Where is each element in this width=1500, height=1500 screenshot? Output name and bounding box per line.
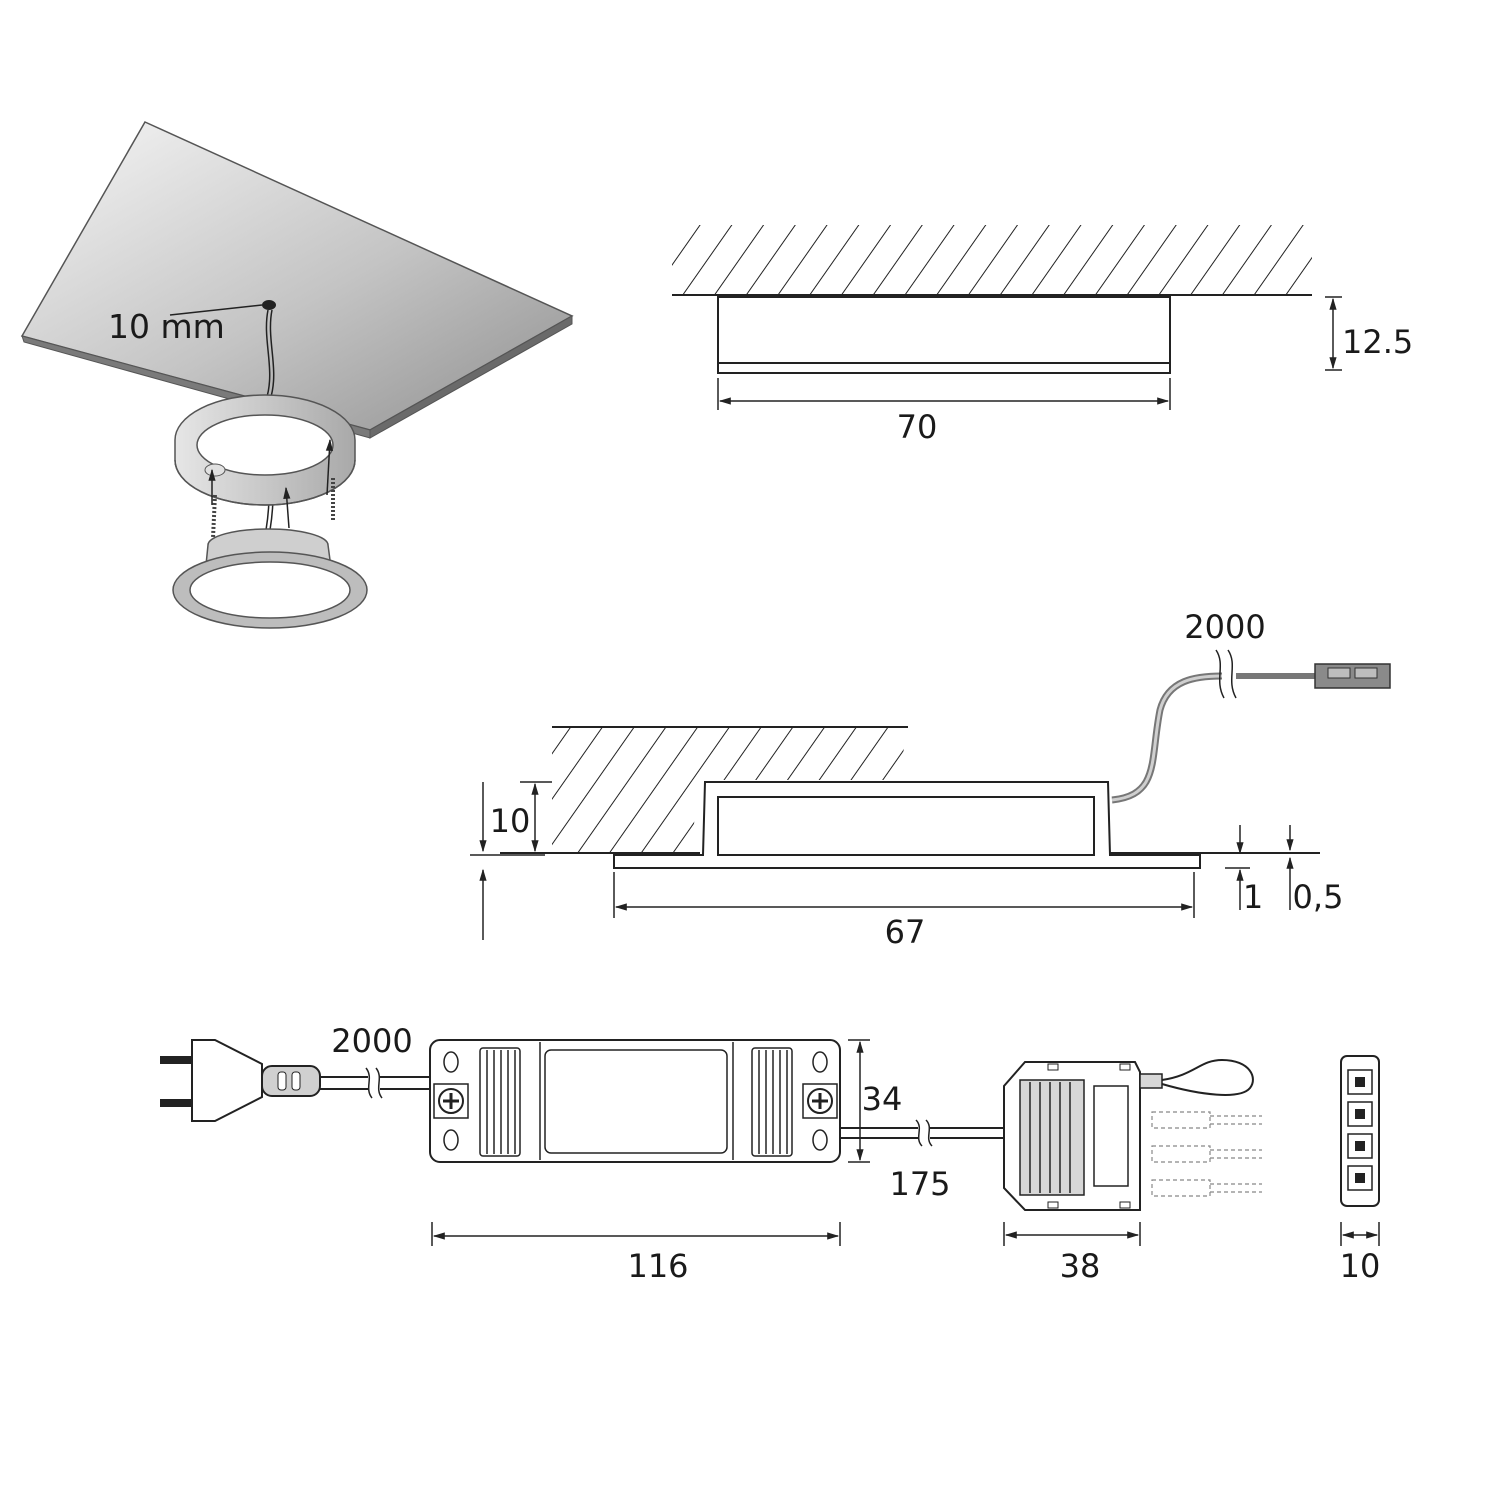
mounting-hole xyxy=(812,1051,828,1073)
led-driver-view: 2000 xyxy=(160,1022,1004,1285)
bridge-loop xyxy=(1161,1058,1254,1096)
up-arrow-icon xyxy=(325,438,334,496)
socket-pin xyxy=(1355,1173,1365,1183)
cable-break-mark xyxy=(915,1119,923,1147)
distributor-view: 38 xyxy=(1003,1058,1262,1285)
mains-cable-length-label: 2000 xyxy=(331,1022,412,1060)
mounting-hole xyxy=(812,1129,828,1151)
loop-connector xyxy=(1139,1073,1163,1089)
euro-plug-icon xyxy=(160,1039,321,1122)
cable-break-mark xyxy=(375,1067,383,1099)
socket-pin xyxy=(1355,1109,1365,1119)
cable-break-mark xyxy=(925,1119,933,1147)
socket-icon xyxy=(1347,1133,1373,1159)
cabinet-hatch xyxy=(552,727,908,853)
width-dimension-label: 70 xyxy=(897,408,938,446)
hole-leader-line xyxy=(169,304,263,316)
fixture-body xyxy=(717,296,1171,364)
optional-connector-outline xyxy=(1151,1145,1262,1163)
clip xyxy=(1047,1063,1059,1071)
cable-length-label: 2000 xyxy=(1184,608,1265,646)
mounting-hole xyxy=(443,1051,459,1073)
width-dimension-label: 67 xyxy=(885,913,926,951)
cabinet-board-edge-right xyxy=(369,315,573,439)
clip xyxy=(1119,1201,1131,1209)
mini-connector-plug xyxy=(1314,663,1391,689)
depth-dimension-label: 10 xyxy=(490,802,531,840)
recessed-mount-section: 2000 10 67 1 0,5 xyxy=(470,608,1391,951)
surface-mount-section: 70 12.5 xyxy=(672,225,1413,446)
socket-pin xyxy=(1355,1141,1365,1151)
optional-connector-outline xyxy=(1151,1111,1262,1129)
screw-icon xyxy=(433,1083,469,1119)
strain-relief-left xyxy=(479,1047,521,1157)
downlight-fixture xyxy=(172,528,368,629)
socket-pin xyxy=(1355,1077,1365,1087)
fixture-cable-inner xyxy=(1111,674,1223,802)
strain-relief-right xyxy=(751,1047,793,1157)
screw-icon xyxy=(802,1083,838,1119)
distributor-width-label: 38 xyxy=(1060,1247,1101,1285)
driver-height-label: 34 xyxy=(862,1080,903,1118)
socket-icon xyxy=(1347,1165,1373,1191)
socket-icon xyxy=(1347,1101,1373,1127)
distributor-side-view: 10 xyxy=(1340,1055,1381,1285)
recessed-lens xyxy=(717,796,1095,856)
ceiling-hatch xyxy=(672,225,1312,295)
clip xyxy=(1119,1063,1131,1071)
connector-pin xyxy=(1327,667,1351,679)
distributor-window xyxy=(1093,1085,1129,1187)
up-arrow-icon xyxy=(283,486,291,529)
fixture-lens xyxy=(717,362,1171,374)
driver-length-label: 116 xyxy=(627,1247,688,1285)
side-depth-label: 10 xyxy=(1340,1247,1381,1285)
cable-break-mark xyxy=(1227,649,1237,699)
cabinet-board xyxy=(20,121,574,431)
flange-dimension-label: 1 xyxy=(1243,878,1263,916)
height-dimension-label: 12.5 xyxy=(1342,323,1413,361)
clip xyxy=(1047,1201,1059,1209)
bezel-dimension-label: 0,5 xyxy=(1293,878,1344,916)
output-cable-length-label: 175 xyxy=(889,1165,950,1203)
drill-hole xyxy=(262,300,276,310)
driver-label-area xyxy=(544,1049,728,1154)
mounting-hole xyxy=(443,1129,459,1151)
hole-diameter-label: 10 mm xyxy=(108,307,225,346)
screw-icon xyxy=(211,494,217,539)
isometric-mounting-view: 10 mm xyxy=(20,121,574,629)
optional-connector-outline xyxy=(1151,1179,1262,1197)
connector-pin xyxy=(1354,667,1378,679)
cable-break-mark xyxy=(1215,649,1225,699)
cable-break-mark xyxy=(365,1067,373,1099)
